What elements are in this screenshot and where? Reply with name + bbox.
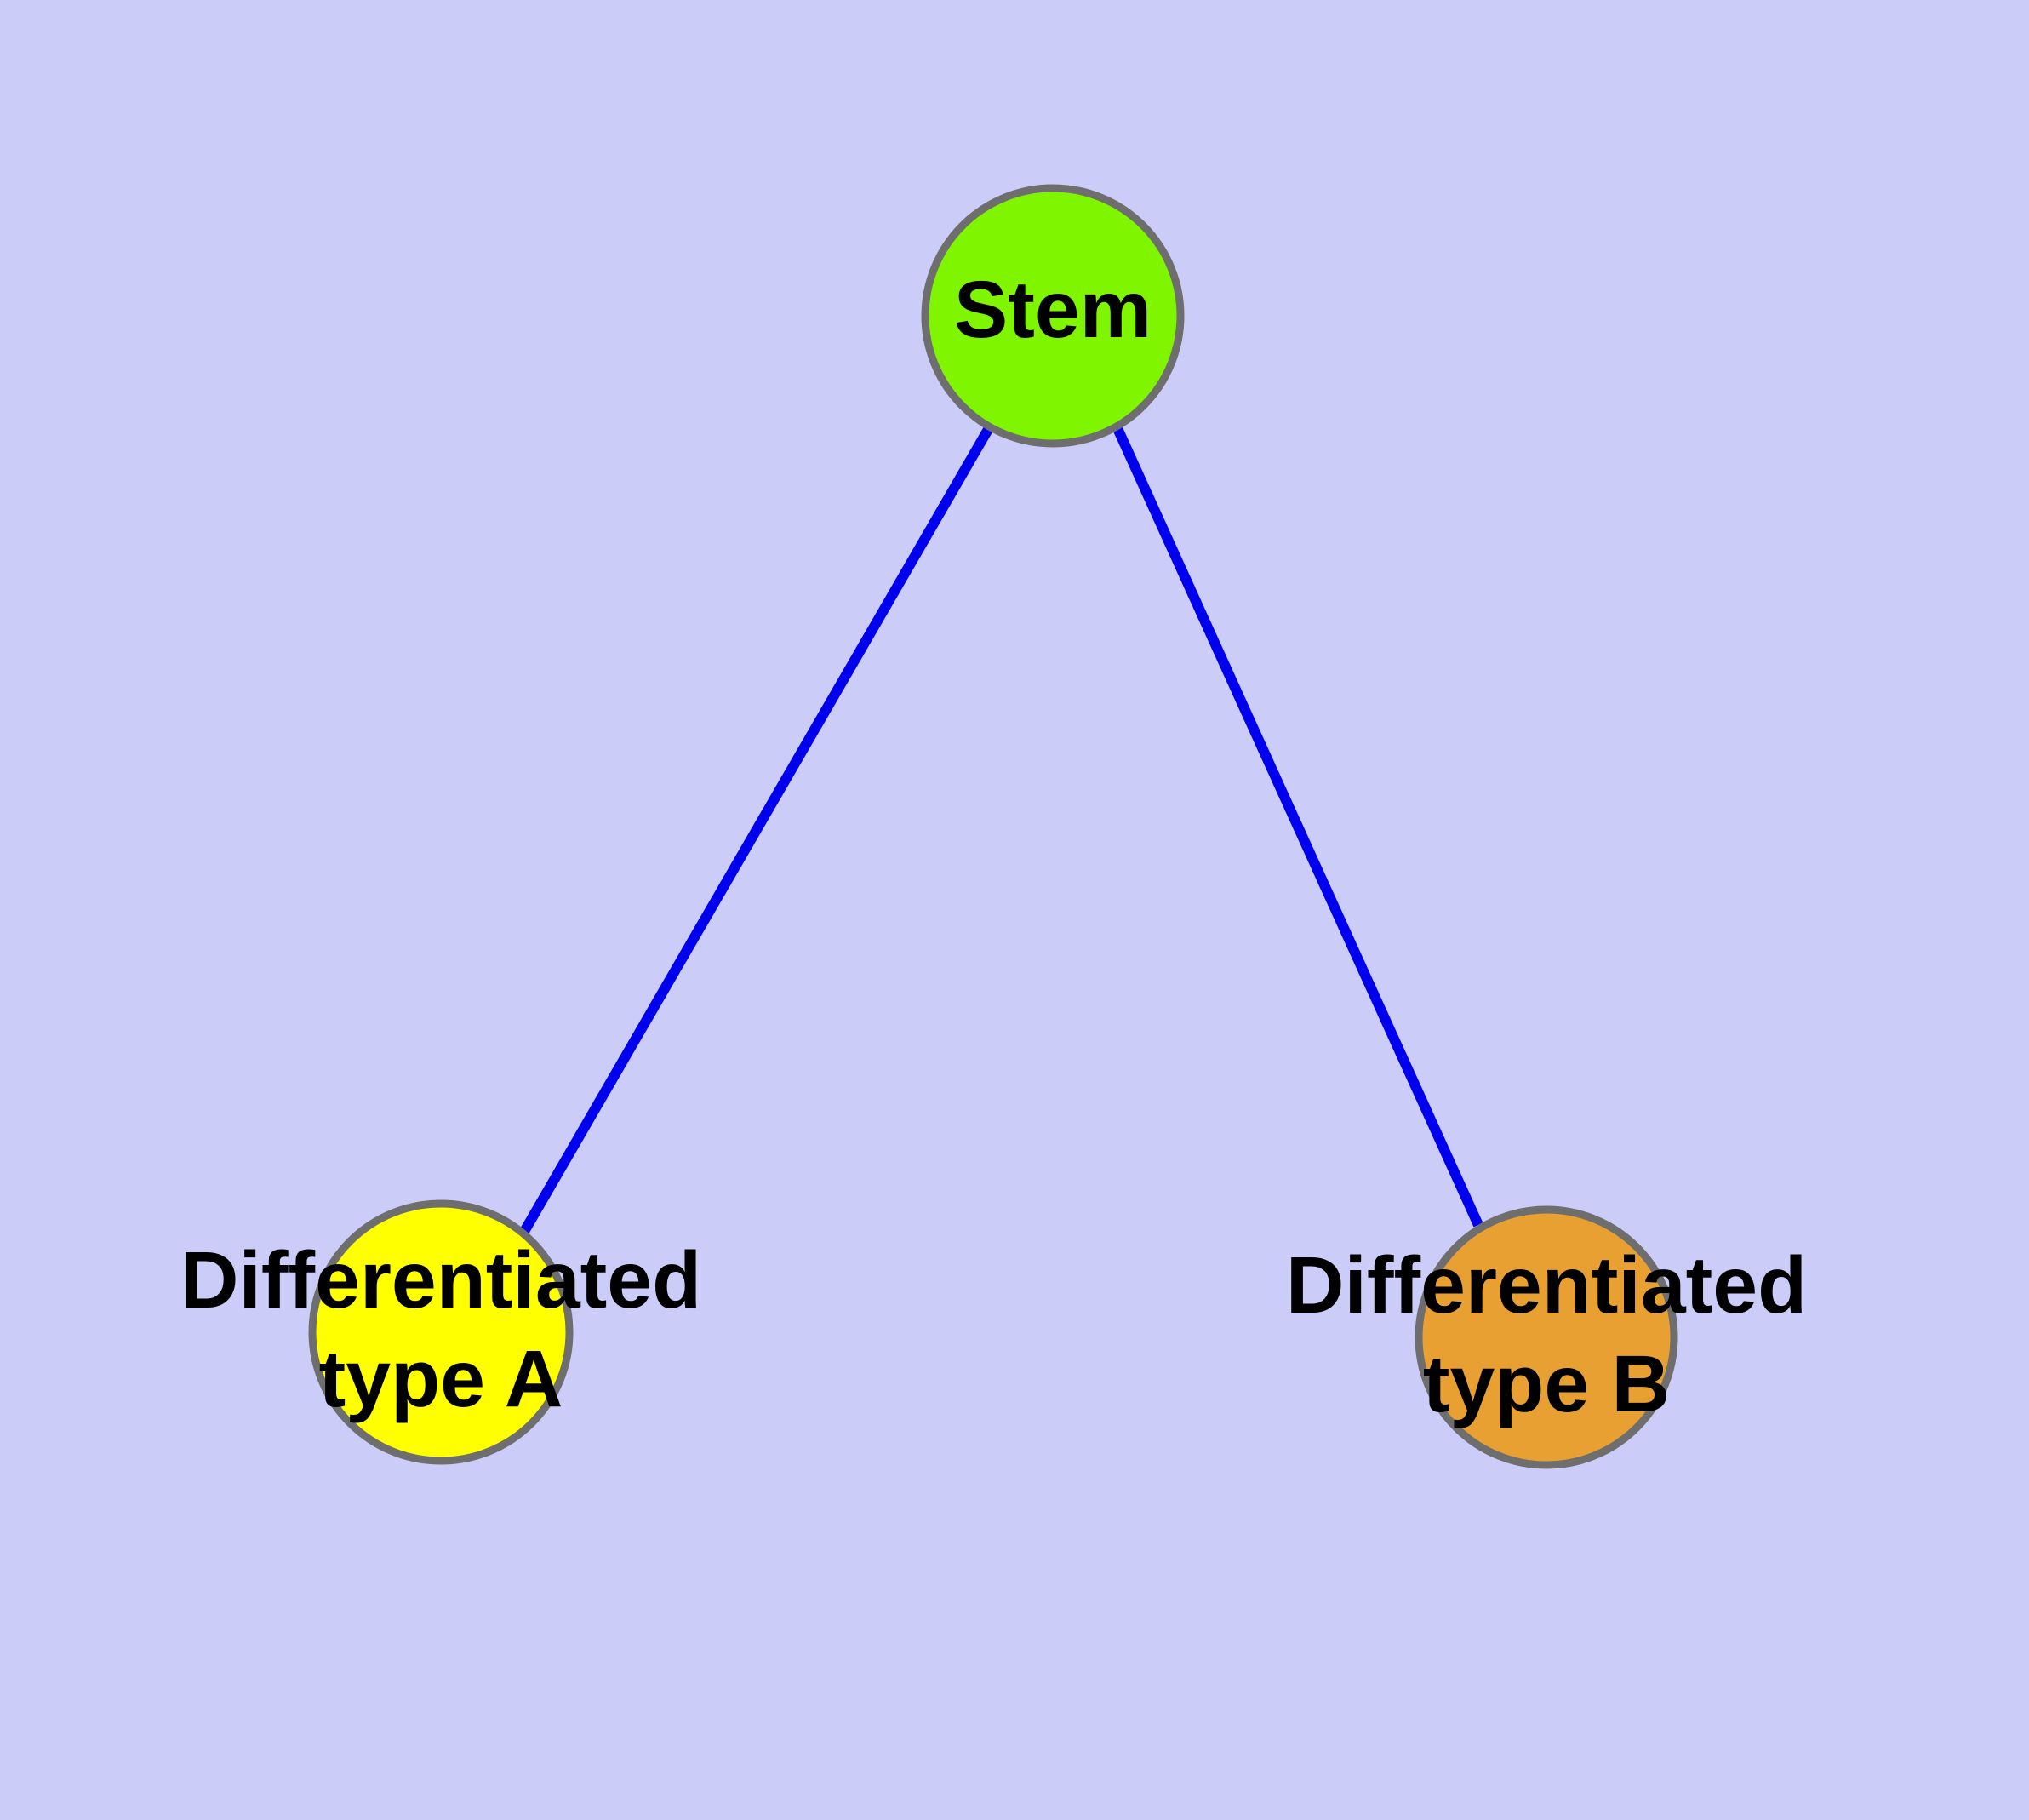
node-stem-circle[interactable] <box>921 184 1185 448</box>
edge-stem-to-differentiated-type-b[interactable] <box>1112 424 1483 1228</box>
node-differentiated-type-a-circle[interactable] <box>308 1199 574 1465</box>
node-differentiated-type-a-label-line2: type A <box>319 1334 563 1424</box>
node-differentiated-type-b[interactable]: Differentiated type B <box>1286 1205 1807 1469</box>
node-differentiated-type-a-label-line1: Differentiated <box>180 1235 701 1325</box>
node-stem[interactable]: Stem <box>921 184 1185 448</box>
node-differentiated-type-b-circle[interactable] <box>1415 1205 1678 1469</box>
node-layer: Stem Differentiated type A Differentiate… <box>180 184 1807 1469</box>
edge-stem-to-differentiated-type-a[interactable] <box>517 423 995 1238</box>
node-differentiated-type-a[interactable]: Differentiated type A <box>180 1199 701 1465</box>
edge-layer <box>517 423 1483 1238</box>
node-differentiated-type-b-label-line1: Differentiated <box>1286 1240 1807 1331</box>
node-differentiated-type-b-label-line2: type B <box>1423 1339 1670 1429</box>
node-stem-label-line1: Stem <box>954 265 1152 355</box>
